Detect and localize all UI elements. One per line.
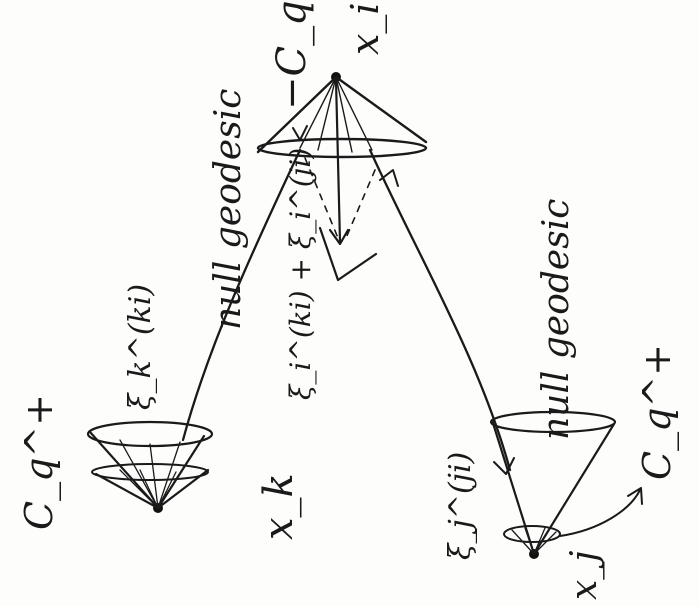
label-xk: x_k [256, 473, 302, 540]
label-minus-cq-plus: −C_q^+ [269, 0, 315, 110]
label-null-geodesic-left: null geodesic [208, 89, 249, 330]
label-xi-j: ξ_j^(ji) [443, 452, 478, 560]
label-cq-plus-left: C_q^+ [17, 394, 62, 530]
label-xi-k: ξ_k^(ki) [123, 284, 158, 410]
left-cone-rim-lower [92, 464, 208, 480]
label-cq-plus-right: C_q^+ [635, 344, 680, 480]
v-shape [320, 228, 376, 280]
central-arrow [336, 80, 340, 242]
right-cone-small-rim [504, 526, 560, 542]
left-cone [88, 422, 212, 513]
right-geodesic-line [370, 150, 510, 470]
dashed-right [346, 170, 375, 238]
label-null-geodesic-right: null geodesic [536, 199, 577, 440]
label-xi-sum: ξ_i^(ki) + ξ_i^(ji) [284, 148, 317, 400]
label-xi: x_i [343, 2, 388, 55]
label-xj: x_j [564, 551, 605, 600]
left-cone-rim-upper [88, 422, 212, 446]
top-cone-right-side [336, 77, 426, 142]
